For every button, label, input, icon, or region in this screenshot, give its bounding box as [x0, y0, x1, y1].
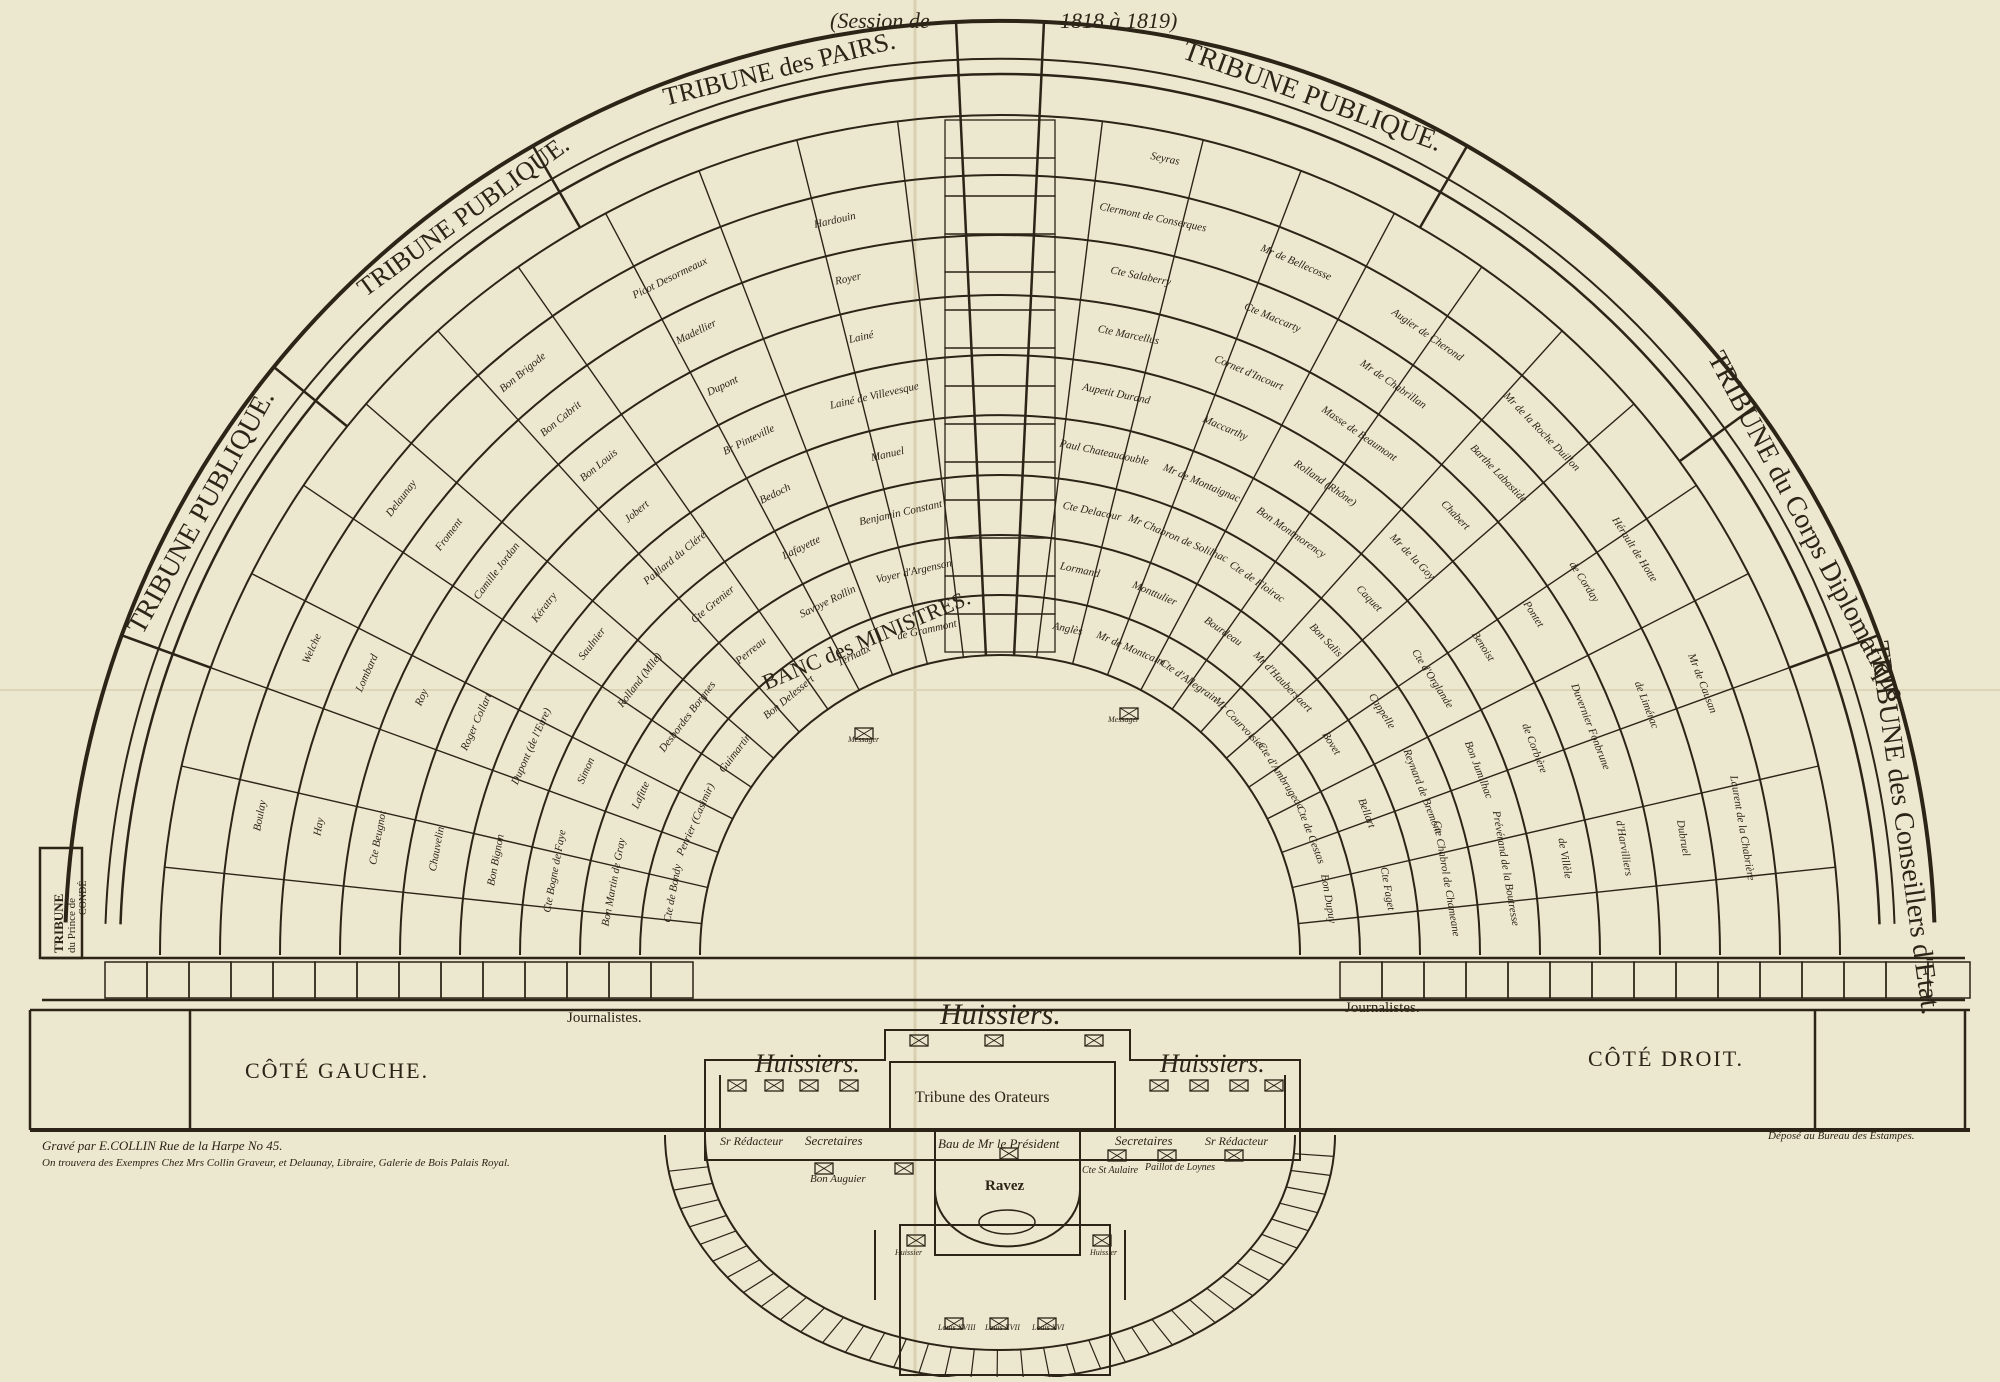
journalistes-right-label: Journalistes. [1345, 1000, 1420, 1016]
tribune-prince-line2: du Prince de [66, 898, 78, 953]
redacteur-left-label: Sr Rédacteur [720, 1134, 783, 1148]
tribune-prince-line1: TRIBUNE [51, 894, 66, 953]
tribune-orateurs-label: Tribune des Orateurs [915, 1089, 1050, 1106]
credit-engraver: Gravé par E.COLLIN Rue de la Harpe No 45… [42, 1138, 283, 1153]
huissiers-left-label: Huissiers. [754, 1049, 860, 1078]
credit-sale: On trouvera des Exempres Chez Mrs Collin… [42, 1157, 510, 1169]
bust-louis-xvii: Louis XVII [984, 1323, 1020, 1332]
huissiers-top-label: Huissiers. [939, 998, 1061, 1031]
journalistes-left-label: Journalistes. [567, 1010, 642, 1026]
aulaire-label: Cte St Aulaire [1082, 1165, 1139, 1176]
redacteur-right-label: Sr Rédacteur [1205, 1134, 1268, 1148]
paillot-label: Paillot de Loynes [1144, 1162, 1215, 1173]
huissiers-right-label: Huissiers. [1159, 1049, 1265, 1078]
secretaires-right-label: Secretaires [1115, 1133, 1173, 1148]
auguier-label: Bon Auguier [810, 1173, 866, 1185]
messager-left-label: Messager [847, 735, 880, 744]
cote-gauche-label: CÔTÉ GAUCHE. [245, 1058, 429, 1083]
ravez-label: Ravez [985, 1178, 1024, 1194]
huissier-small-left: Huissier [894, 1248, 923, 1257]
bust-louis-xviii: Louis XVIII [937, 1323, 976, 1332]
cote-droit-label: CÔTÉ DROIT. [1588, 1046, 1744, 1071]
secretaires-left-label: Secretaires [805, 1133, 863, 1148]
tribune-prince-line3: CONDÉ [77, 881, 89, 915]
huissier-small-right: Huissier [1089, 1248, 1118, 1257]
bust-louis-xvi: Louis XVI [1031, 1323, 1065, 1332]
credit-depot: Déposé au Bureau des Estampes. [1767, 1130, 1915, 1142]
president-label: Bau de Mr le Président [938, 1136, 1060, 1151]
messager-right-label: Messager [1107, 715, 1140, 724]
